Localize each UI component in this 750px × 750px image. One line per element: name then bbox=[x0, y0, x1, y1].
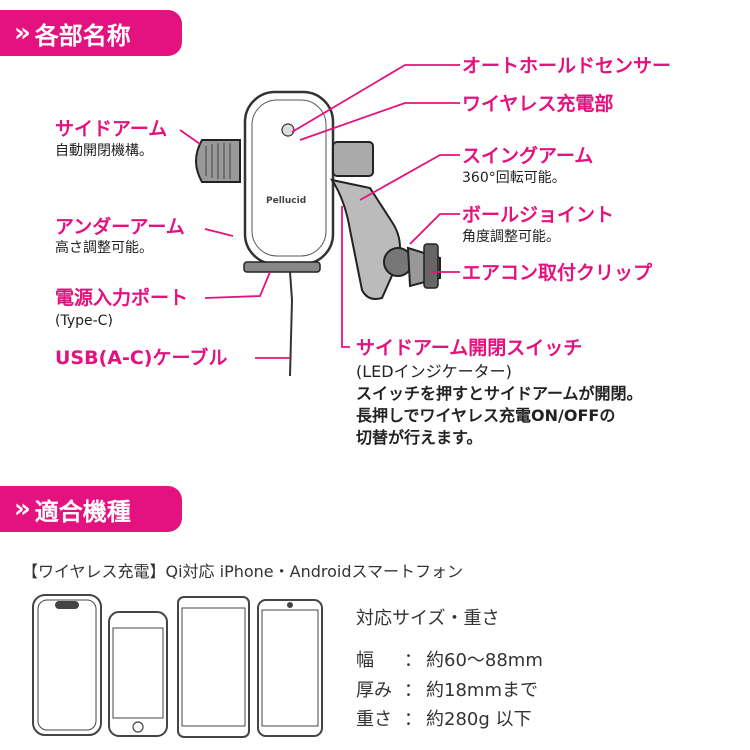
section-title-models: 適合機種 bbox=[34, 497, 131, 526]
label-swing-arm-sub: 360°回転可能。 bbox=[462, 170, 566, 186]
label-under-arm-sub: 高さ調整可能。 bbox=[55, 240, 153, 256]
compat-text: 【ワイヤレス充電】Qi対応 iPhone・Androidスマートフォン bbox=[22, 562, 464, 581]
spec-sep-width: ： bbox=[404, 650, 422, 671]
under-arm bbox=[243, 261, 321, 273]
label-auto-hold-sensor: オートホールドセンサー bbox=[462, 55, 672, 77]
usb-cable-drawing bbox=[289, 271, 294, 377]
label-power-port: 電源入力ポート bbox=[55, 287, 189, 309]
label-side-arm-switch: サイドアーム開閉スイッチ bbox=[356, 337, 583, 359]
spec-value-thickness: 約18mmまで bbox=[426, 680, 538, 701]
switch-desc-2: スイッチを押すとサイドアームが開閉。 bbox=[356, 384, 643, 403]
section-title-parts: 各部名称 bbox=[34, 21, 131, 50]
label-wireless-charger: ワイヤレス充電部 bbox=[462, 93, 614, 115]
label-power-port-sub: (Type-C) bbox=[55, 313, 113, 329]
label-under-arm: アンダーアーム bbox=[55, 216, 185, 238]
spec-key-thickness: 厚み bbox=[356, 680, 392, 701]
spec-title: 対応サイズ・重さ bbox=[356, 608, 500, 629]
brand-mark: Pellucid bbox=[266, 196, 307, 206]
phone-3-icon bbox=[177, 596, 250, 738]
spec-sep-thickness: ： bbox=[404, 680, 422, 701]
swing-arm-drawing bbox=[329, 178, 401, 300]
label-aircon-clip: エアコン取付クリップ bbox=[462, 262, 653, 284]
charger-face bbox=[251, 99, 327, 257]
spec-key-weight: 重さ bbox=[356, 709, 392, 730]
spec-sep-weight: ： bbox=[404, 709, 422, 730]
label-ball-joint-sub: 角度調整可能。 bbox=[462, 229, 560, 245]
spec-key-width: 幅 bbox=[356, 650, 374, 671]
switch-desc-1: (LEDインジケーター) bbox=[356, 362, 512, 381]
label-swing-arm: スイングアーム bbox=[462, 145, 594, 167]
spec-value-width: 約60〜88mm bbox=[426, 650, 543, 671]
phone-2-icon bbox=[108, 611, 168, 737]
spec-value-weight: 約280g 以下 bbox=[426, 709, 532, 730]
label-ball-joint: ボールジョイント bbox=[462, 204, 615, 226]
phone-1-icon bbox=[32, 594, 102, 736]
label-side-arm: サイドアーム bbox=[55, 118, 168, 140]
section-banner-models: » 適合機種 bbox=[0, 486, 182, 532]
label-side-arm-sub: 自動開閉機構。 bbox=[55, 143, 153, 159]
side-arm-right bbox=[332, 141, 374, 177]
section-banner-parts: » 各部名称 bbox=[0, 10, 182, 56]
phone-4-icon bbox=[257, 599, 323, 737]
switch-desc-3: 長押しでワイヤレス充電ON/OFFの bbox=[356, 406, 616, 425]
switch-desc-4: 切替が行えます。 bbox=[356, 428, 483, 447]
label-usb-cable: USB(A-C)ケーブル bbox=[55, 347, 228, 369]
